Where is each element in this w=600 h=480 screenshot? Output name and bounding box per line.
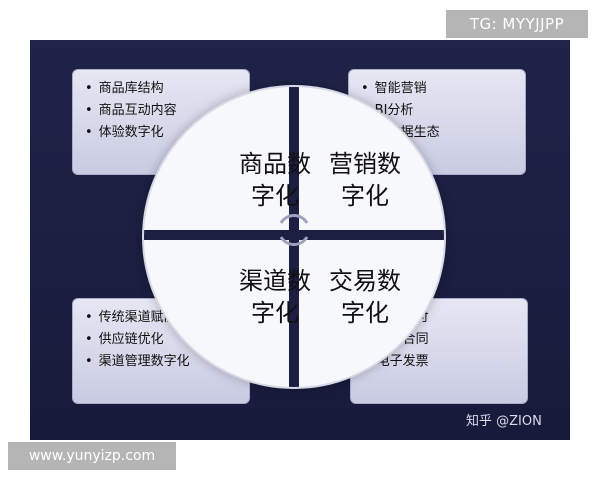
quadrant-label-product: 商品数字化: [239, 150, 311, 210]
list-item: 供应链优化: [85, 329, 237, 351]
cycle-arrows-icon: [279, 213, 309, 247]
quadrant-label-channel: 渠道数字化: [239, 267, 311, 327]
list-item: 电子发票: [363, 351, 515, 373]
watermark-telegram: TG: MYYJJPP: [446, 10, 588, 38]
watermark-url: www.yunyizp.com: [8, 442, 176, 470]
quadrant-label-transaction: 交易数字化: [329, 267, 401, 327]
list-item: 商品库结构: [85, 78, 237, 100]
quadrant-label-marketing: 营销数字化: [329, 150, 401, 210]
source-watermark: 知乎 @ZION: [466, 414, 542, 429]
list-item: BI分析: [361, 100, 513, 122]
list-item: 渠道管理数字化: [85, 351, 237, 373]
list-item: 智能营销: [361, 78, 513, 100]
list-item: 商品互动内容: [85, 100, 237, 122]
quadrant-disc: [144, 87, 444, 387]
list-item: 传统渠道赋能: [85, 307, 237, 329]
list-item: 体验数字化: [85, 122, 237, 144]
horizontal-divider: [144, 230, 444, 240]
